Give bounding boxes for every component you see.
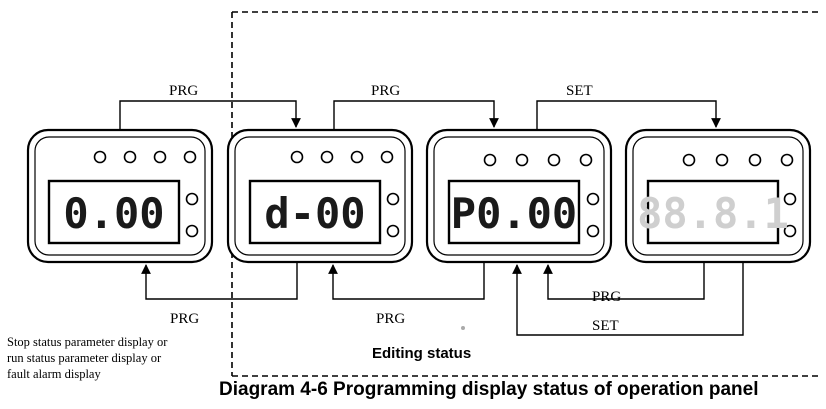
arrow-top-3-label: SET <box>566 83 593 99</box>
arrow-bottom-4 <box>512 262 744 336</box>
display-window <box>47 179 181 245</box>
panel-3: P0.00 <box>425 128 613 264</box>
dot-mark <box>461 326 465 330</box>
arrow-top-1 <box>119 100 301 130</box>
arrow-bottom-4-label: SET <box>592 318 619 334</box>
panel-4: 88.8.1 <box>624 128 812 264</box>
display-window <box>248 179 382 245</box>
arrow-top-3 <box>536 100 721 130</box>
stop-status-caption: Stop status parameter display or run sta… <box>7 335 168 381</box>
arrow-bottom-1 <box>141 262 298 300</box>
panel-1: 0.00 <box>26 128 214 264</box>
arrow-top-2 <box>333 100 499 130</box>
display-window <box>646 179 780 245</box>
arrow-top-2-label: PRG <box>371 83 400 99</box>
panel-2: d-00 <box>226 128 414 264</box>
panel-display-value: d-00 <box>264 189 365 238</box>
figure-caption: Diagram 4-6 Programming display status o… <box>219 379 759 400</box>
arrow-bottom-1-label: PRG <box>170 311 199 327</box>
arrow-bottom-3 <box>543 262 705 300</box>
indicator-leds <box>93 150 199 238</box>
arrow-bottom-3-label: PRG <box>592 289 621 305</box>
editing-status-label: Editing status <box>372 345 472 362</box>
indicator-leds <box>682 153 797 238</box>
indicator-leds <box>290 150 400 238</box>
display-window <box>447 179 581 245</box>
panel-display-value: P0.00 <box>451 189 577 238</box>
indicator-leds <box>483 153 600 238</box>
arrow-top-1-label: PRG <box>169 83 198 99</box>
panel-display-value: 0.00 <box>63 189 164 238</box>
arrow-bottom-2-label: PRG <box>376 311 405 327</box>
arrow-bottom-2 <box>328 262 485 300</box>
panel-display-value: 88.8.1 <box>637 189 789 238</box>
